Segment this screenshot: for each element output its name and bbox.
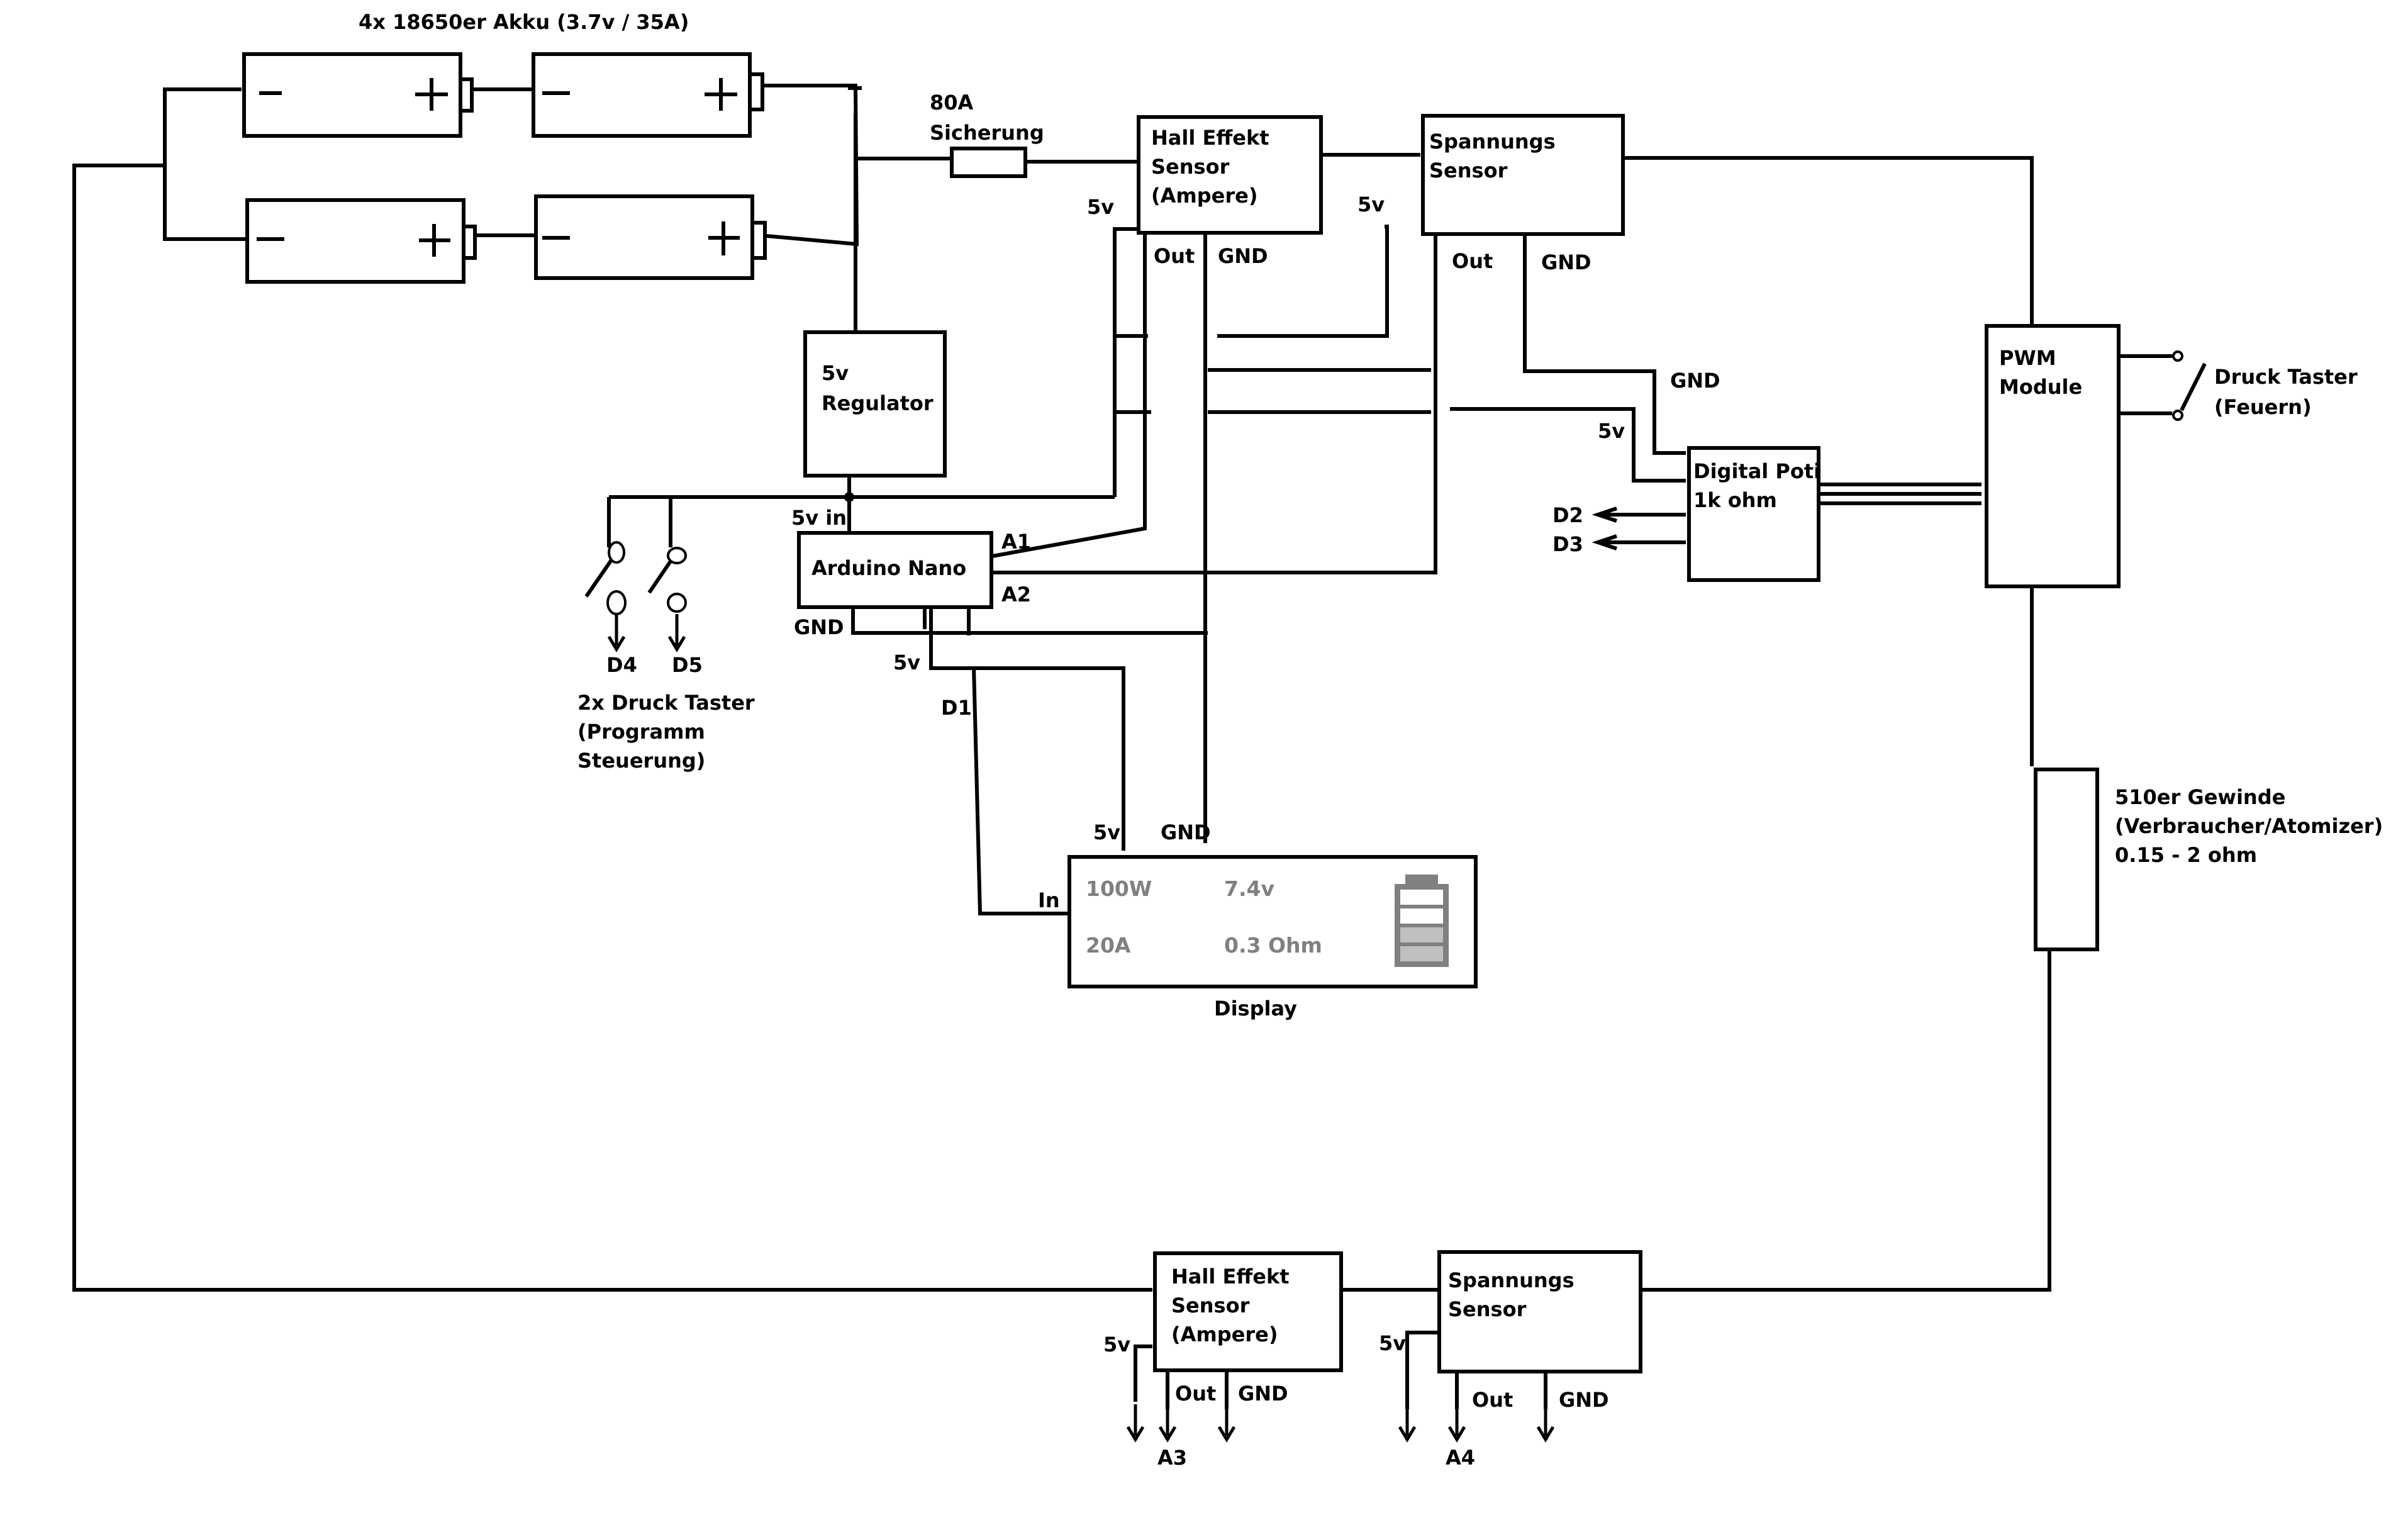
hall-bottom-line3: (Ampere) xyxy=(1171,1322,1278,1346)
battery-level-segment xyxy=(1398,944,1446,964)
volt-bottom-pin-a4: A4 xyxy=(1446,1446,1475,1470)
hall-bottom-gnd-label: GND xyxy=(1238,1382,1288,1406)
voltage-sensor-top: Spannungs Sensor 5v Out GND xyxy=(1357,114,1625,274)
hall-sensor-top: Hall Effekt Sensor (Ampere) 5v Out GND xyxy=(1087,115,1323,268)
display-5v-label: 5v xyxy=(1093,820,1120,844)
volt-bottom-gnd-label: GND xyxy=(1559,1388,1609,1412)
volt-bottom-line2: Sensor xyxy=(1448,1297,1527,1321)
arduino-pin-5v: 5v xyxy=(893,651,920,674)
program-buttons: D4 D5 2x Druck Taster (Programm Steuerun… xyxy=(577,541,755,773)
display: 5v GND In 100W 7.4v 20A 0.3 Ohm Display xyxy=(1038,820,1478,1020)
buttons-line1: 2x Druck Taster xyxy=(577,691,755,715)
fire-button: Druck Taster (Feuern) xyxy=(2172,350,2358,421)
regulator-voltage: 5v xyxy=(822,361,849,385)
volt-top-line1: Spannungs xyxy=(1429,130,1556,154)
battery-cell xyxy=(245,198,477,284)
digital-poti: Digital Poti 1k ohm GND 5v D2 D3 xyxy=(1552,369,1820,582)
arduino-nano: Arduino Nano A1 A2 GND 5v D1 xyxy=(794,530,1031,720)
hall-bottom-line2: Sensor xyxy=(1171,1294,1250,1317)
volt-top-gnd-label: GND xyxy=(1541,250,1591,274)
battery-cell xyxy=(242,52,474,138)
battery-level-icon xyxy=(1395,875,1449,967)
hall-top-gnd-label: GND xyxy=(1218,244,1268,268)
atomizer-line1: 510er Gewinde xyxy=(2115,785,2285,809)
arduino-label: Arduino Nano xyxy=(811,556,966,580)
voltage-sensor-bottom: Spannungs Sensor 5v Out GND A4 xyxy=(1379,1250,1642,1470)
hall-bottom-pin-a3: A3 xyxy=(1157,1446,1187,1470)
fuse-rating: 80A xyxy=(930,91,974,115)
hall-sensor-bottom: Hall Effekt Sensor (Ampere) 5v Out GND A… xyxy=(1103,1251,1343,1470)
hall-bottom-line1: Hall Effekt xyxy=(1171,1265,1290,1289)
display-power: 100W xyxy=(1086,876,1152,901)
pwm-line1: PWM xyxy=(1999,346,2056,370)
display-current: 20A xyxy=(1086,933,1131,958)
battery-cell xyxy=(534,194,767,280)
hall-top-5v-label: 5v xyxy=(1087,195,1114,219)
display-in-label: In xyxy=(1038,888,1060,912)
display-resistance: 0.3 Ohm xyxy=(1224,933,1322,958)
buttons-line3: Steuerung) xyxy=(577,749,705,773)
arduino-5v-in-label: 5v in xyxy=(791,506,847,530)
poti-line1: Digital Poti xyxy=(1693,459,1820,483)
fire-button-line1: Druck Taster xyxy=(2214,365,2358,389)
pwm-module: PWM Module xyxy=(1985,324,2121,588)
poti-pin-d3: D3 xyxy=(1552,532,1583,556)
volt-bottom-line1: Spannungs xyxy=(1448,1268,1575,1292)
volt-top-5v-label: 5v xyxy=(1357,193,1385,216)
arduino-pin-a2: A2 xyxy=(1001,583,1031,607)
poti-pin-d2: D2 xyxy=(1552,503,1583,527)
voltage-regulator: 5v Regulator 5v in xyxy=(791,330,947,530)
battery-level-segment xyxy=(1398,925,1446,945)
battery-pack-label: 4x 18650er Akku (3.7v / 35A) xyxy=(359,10,689,34)
poti-line2: 1k ohm xyxy=(1693,488,1777,512)
fuse-label: Sicherung xyxy=(930,121,1044,145)
button-pin-d5: D5 xyxy=(672,653,703,677)
hall-top-out-label: Out xyxy=(1154,244,1195,268)
arduino-pin-d1: D1 xyxy=(941,696,972,720)
display-voltage: 7.4v xyxy=(1224,876,1274,901)
battery-cell xyxy=(532,52,764,138)
battery-level-segment xyxy=(1398,906,1446,926)
volt-top-out-label: Out xyxy=(1452,249,1493,273)
volt-bottom-out-label: Out xyxy=(1472,1388,1513,1412)
display-gnd-label: GND xyxy=(1161,820,1211,844)
volt-top-line2: Sensor xyxy=(1429,159,1508,182)
arduino-pin-a1: A1 xyxy=(1001,530,1031,554)
battery-pack: 4x 18650er Akku (3.7v / 35A) xyxy=(242,10,767,284)
button-pin-d4: D4 xyxy=(606,653,637,677)
hall-top-line1: Hall Effekt xyxy=(1151,126,1269,150)
fire-button-line2: (Feuern) xyxy=(2214,395,2312,419)
volt-bottom-5v-label: 5v xyxy=(1379,1331,1406,1355)
regulator-label: Regulator xyxy=(822,391,934,415)
atomizer-line3: 0.15 - 2 ohm xyxy=(2115,843,2257,867)
poti-5v-label: 5v xyxy=(1598,419,1625,443)
hall-bottom-out-label: Out xyxy=(1175,1382,1216,1406)
arduino-pin-gnd: GND xyxy=(794,615,844,639)
battery-level-segment xyxy=(1398,887,1446,907)
buttons-line2: (Programm xyxy=(577,720,705,744)
pwm-line2: Module xyxy=(1999,375,2082,399)
hall-top-line2: Sensor xyxy=(1151,155,1230,179)
hall-top-line3: (Ampere) xyxy=(1151,184,1257,208)
hall-bottom-5v-label: 5v xyxy=(1103,1333,1130,1356)
display-caption: Display xyxy=(1214,997,1297,1020)
atomizer-line2: (Verbraucher/Atomizer) xyxy=(2115,814,2383,838)
atomizer-510: 510er Gewinde (Verbraucher/Atomizer) 0.1… xyxy=(2034,768,2383,951)
wires xyxy=(72,84,2172,1409)
fuse: 80A Sicherung xyxy=(930,91,1044,178)
poti-gnd-label: GND xyxy=(1670,369,1720,393)
